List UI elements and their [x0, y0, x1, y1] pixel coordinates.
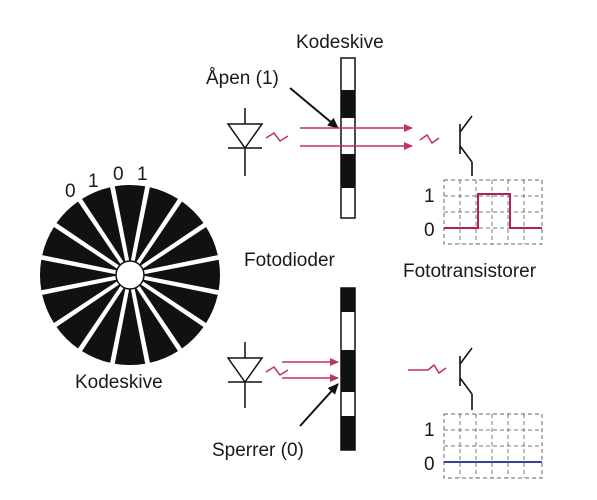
bit-label-0: 0 [65, 181, 76, 202]
wheel-spoke [114, 289, 146, 365]
photodiode-top-icon [226, 108, 264, 176]
reception-wave-top [419, 133, 440, 145]
signal-grid-top [443, 179, 543, 245]
wheel-spoke [40, 259, 116, 291]
wheel-spoke [134, 187, 178, 263]
bit-label-3: 1 [137, 164, 148, 185]
signal-grid-bottom [443, 413, 543, 479]
wheel-spoke [56, 284, 121, 349]
wheel-spoke [82, 187, 126, 263]
reception-wave-bottom [427, 363, 447, 375]
code-wheel [40, 185, 220, 365]
open-label: Åpen (1) [206, 68, 279, 89]
level-high-top: 1 [424, 186, 435, 207]
wheel-spoke [82, 287, 126, 363]
phototransistors-label: Fototransistorer [403, 261, 537, 282]
wheel-spoke [114, 185, 146, 261]
code-strip-top [340, 57, 356, 219]
bit-label-1: 1 [88, 171, 99, 192]
wheel-spoke [134, 287, 178, 363]
photodiodes-label: Fotodioder [244, 250, 336, 271]
wheel-label: Kodeskive [75, 372, 163, 393]
wheel-spoke [144, 259, 220, 291]
open-pointer-arrow [289, 87, 339, 129]
level-high-bottom: 1 [424, 420, 435, 441]
emission-wave-top [265, 131, 289, 143]
wheel-hub [115, 260, 145, 290]
wheel-spoke [139, 201, 204, 266]
bit-label-2: 0 [113, 164, 124, 185]
blocked-pointer-arrow [299, 383, 339, 427]
wheel-spoke [42, 227, 118, 271]
strip-label-top: Kodeskive [296, 32, 384, 53]
signal-trace-high [444, 193, 542, 229]
level-low-top: 0 [424, 220, 435, 241]
emission-wave-bottom [265, 365, 289, 377]
wheel-spoke [42, 279, 118, 323]
level-low-bottom: 0 [424, 454, 435, 475]
code-strip-bottom [340, 287, 356, 451]
phototransistor-top-icon [459, 115, 473, 176]
wheel-spoke [56, 201, 121, 266]
phototransistor-bottom-icon [459, 347, 473, 410]
wheel-spoke [139, 284, 204, 349]
photodiode-bottom-icon [226, 342, 264, 408]
wheel-spoke [142, 227, 218, 271]
blocked-label: Sperrer (0) [212, 440, 304, 461]
wheel-spoke [142, 279, 218, 323]
